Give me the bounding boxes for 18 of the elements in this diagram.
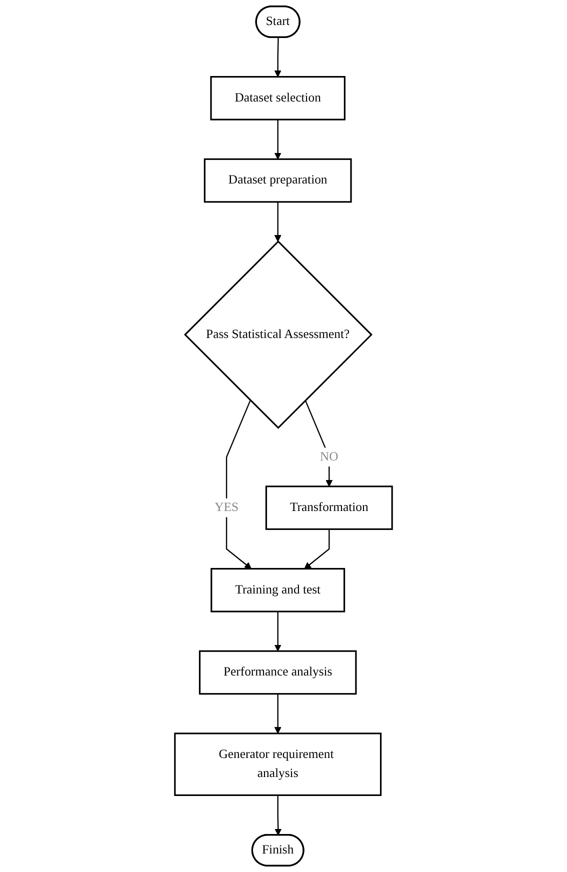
edge-label: YES xyxy=(214,500,239,514)
arrow xyxy=(274,694,282,734)
node-box: Performance analysis xyxy=(198,650,357,695)
arrow xyxy=(274,612,282,652)
node-diamond: Pass Statistical Assessment? xyxy=(184,240,373,429)
arrow xyxy=(274,795,282,836)
node-box: Training and test xyxy=(210,568,346,612)
arrow xyxy=(274,120,282,160)
node-box: Dataset selection xyxy=(210,76,346,120)
node-box: Generator requirement analysis xyxy=(174,732,382,796)
node-box: Transformation xyxy=(265,486,393,530)
arrow xyxy=(226,400,252,570)
node-box: Dataset preparation xyxy=(204,158,352,203)
arrow xyxy=(274,202,282,242)
edge-label: NO xyxy=(320,450,338,464)
arrow xyxy=(274,38,282,78)
arrow xyxy=(304,529,330,570)
arrow xyxy=(304,400,333,487)
